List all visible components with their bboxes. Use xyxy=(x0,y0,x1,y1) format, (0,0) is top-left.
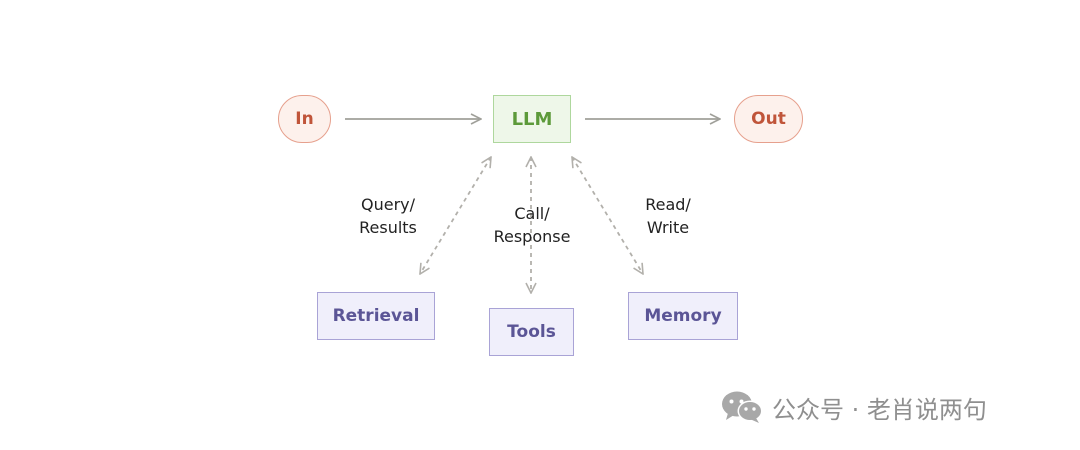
edge-label-tools-line-2: Response xyxy=(493,227,571,246)
watermark-text: 公众号 · 老肖说两句 xyxy=(772,395,987,424)
edge-label-tools-line-1: Call/ xyxy=(514,204,550,223)
node-retrieval: Retrieval xyxy=(317,292,435,340)
node-llm: LLM xyxy=(493,95,571,143)
node-tools: Tools xyxy=(489,308,574,356)
edge-label-tools: Call/ Response xyxy=(484,202,580,248)
edge-label-retrieval: Query/ Results xyxy=(340,193,436,239)
edge-llm-retrieval xyxy=(420,157,491,274)
watermark: 公众号 · 老肖说两句 xyxy=(720,386,987,428)
node-memory: Memory xyxy=(628,292,738,340)
edge-llm-memory xyxy=(572,157,643,274)
wechat-icon xyxy=(722,391,763,423)
edge-label-memory: Read/ Write xyxy=(630,193,706,239)
edge-label-memory-line-2: Write xyxy=(646,218,690,237)
edge-label-memory-line-1: Read/ xyxy=(645,195,691,214)
node-out: Out xyxy=(734,95,803,143)
edge-label-retrieval-line-2: Results xyxy=(359,218,417,237)
node-in: In xyxy=(278,95,331,143)
edge-label-retrieval-line-1: Query/ xyxy=(360,195,415,214)
